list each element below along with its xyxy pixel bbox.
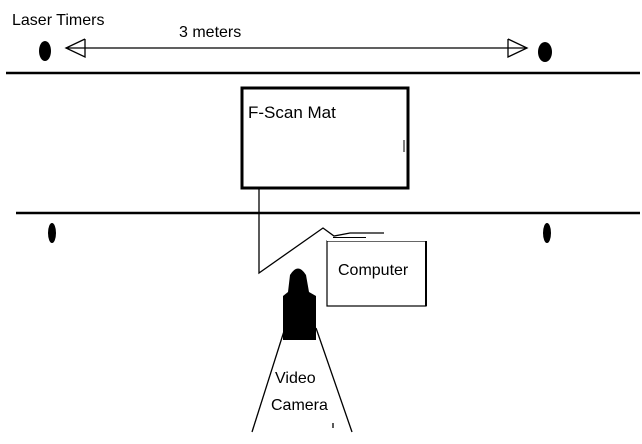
laser-timers-label: Laser Timers	[12, 13, 104, 29]
video-camera-label-line2: Camera	[271, 398, 328, 414]
laser-timer-bottom-left	[48, 223, 56, 243]
distance-arrow	[66, 39, 527, 57]
distance-label: 3 meters	[179, 25, 241, 41]
laser-timer-bottom-right	[543, 223, 551, 243]
laser-timer-top-right	[538, 42, 552, 62]
fscan-mat-label: F-Scan Mat	[248, 104, 336, 121]
computer-label: Computer	[338, 263, 408, 279]
video-camera-label-line1: Video	[275, 371, 316, 387]
laser-timer-top-left	[39, 41, 51, 61]
